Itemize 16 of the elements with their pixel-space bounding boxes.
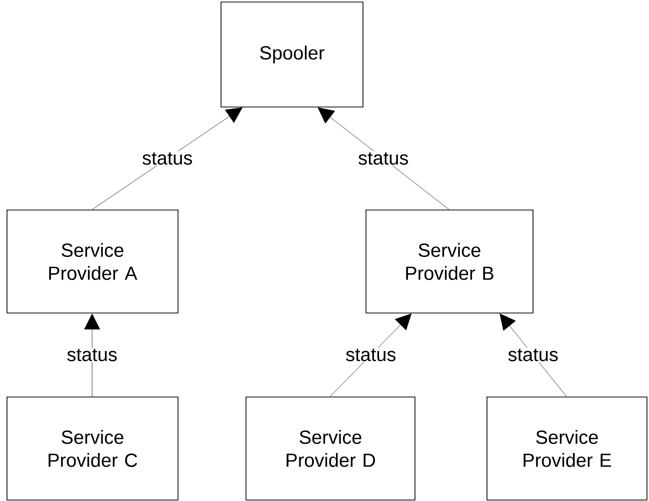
edge-label: status xyxy=(344,348,398,362)
process-box: Service Provider C xyxy=(6,396,178,500)
process-box: Service Provider D xyxy=(246,396,416,500)
process-box: Service Provider A xyxy=(6,210,178,314)
process-box: Spooler xyxy=(220,2,364,108)
edge-label: status xyxy=(357,151,410,166)
arrow xyxy=(318,107,450,210)
edge-label: status xyxy=(141,151,194,166)
arrow xyxy=(330,314,412,397)
arrow xyxy=(84,314,100,397)
arrow xyxy=(500,314,567,397)
edge-label: status xyxy=(66,348,118,362)
arrow xyxy=(92,107,242,210)
process-box: Service Provider E xyxy=(486,396,648,500)
process-box: Service Provider B xyxy=(366,210,534,314)
edge-label: status xyxy=(506,348,560,362)
